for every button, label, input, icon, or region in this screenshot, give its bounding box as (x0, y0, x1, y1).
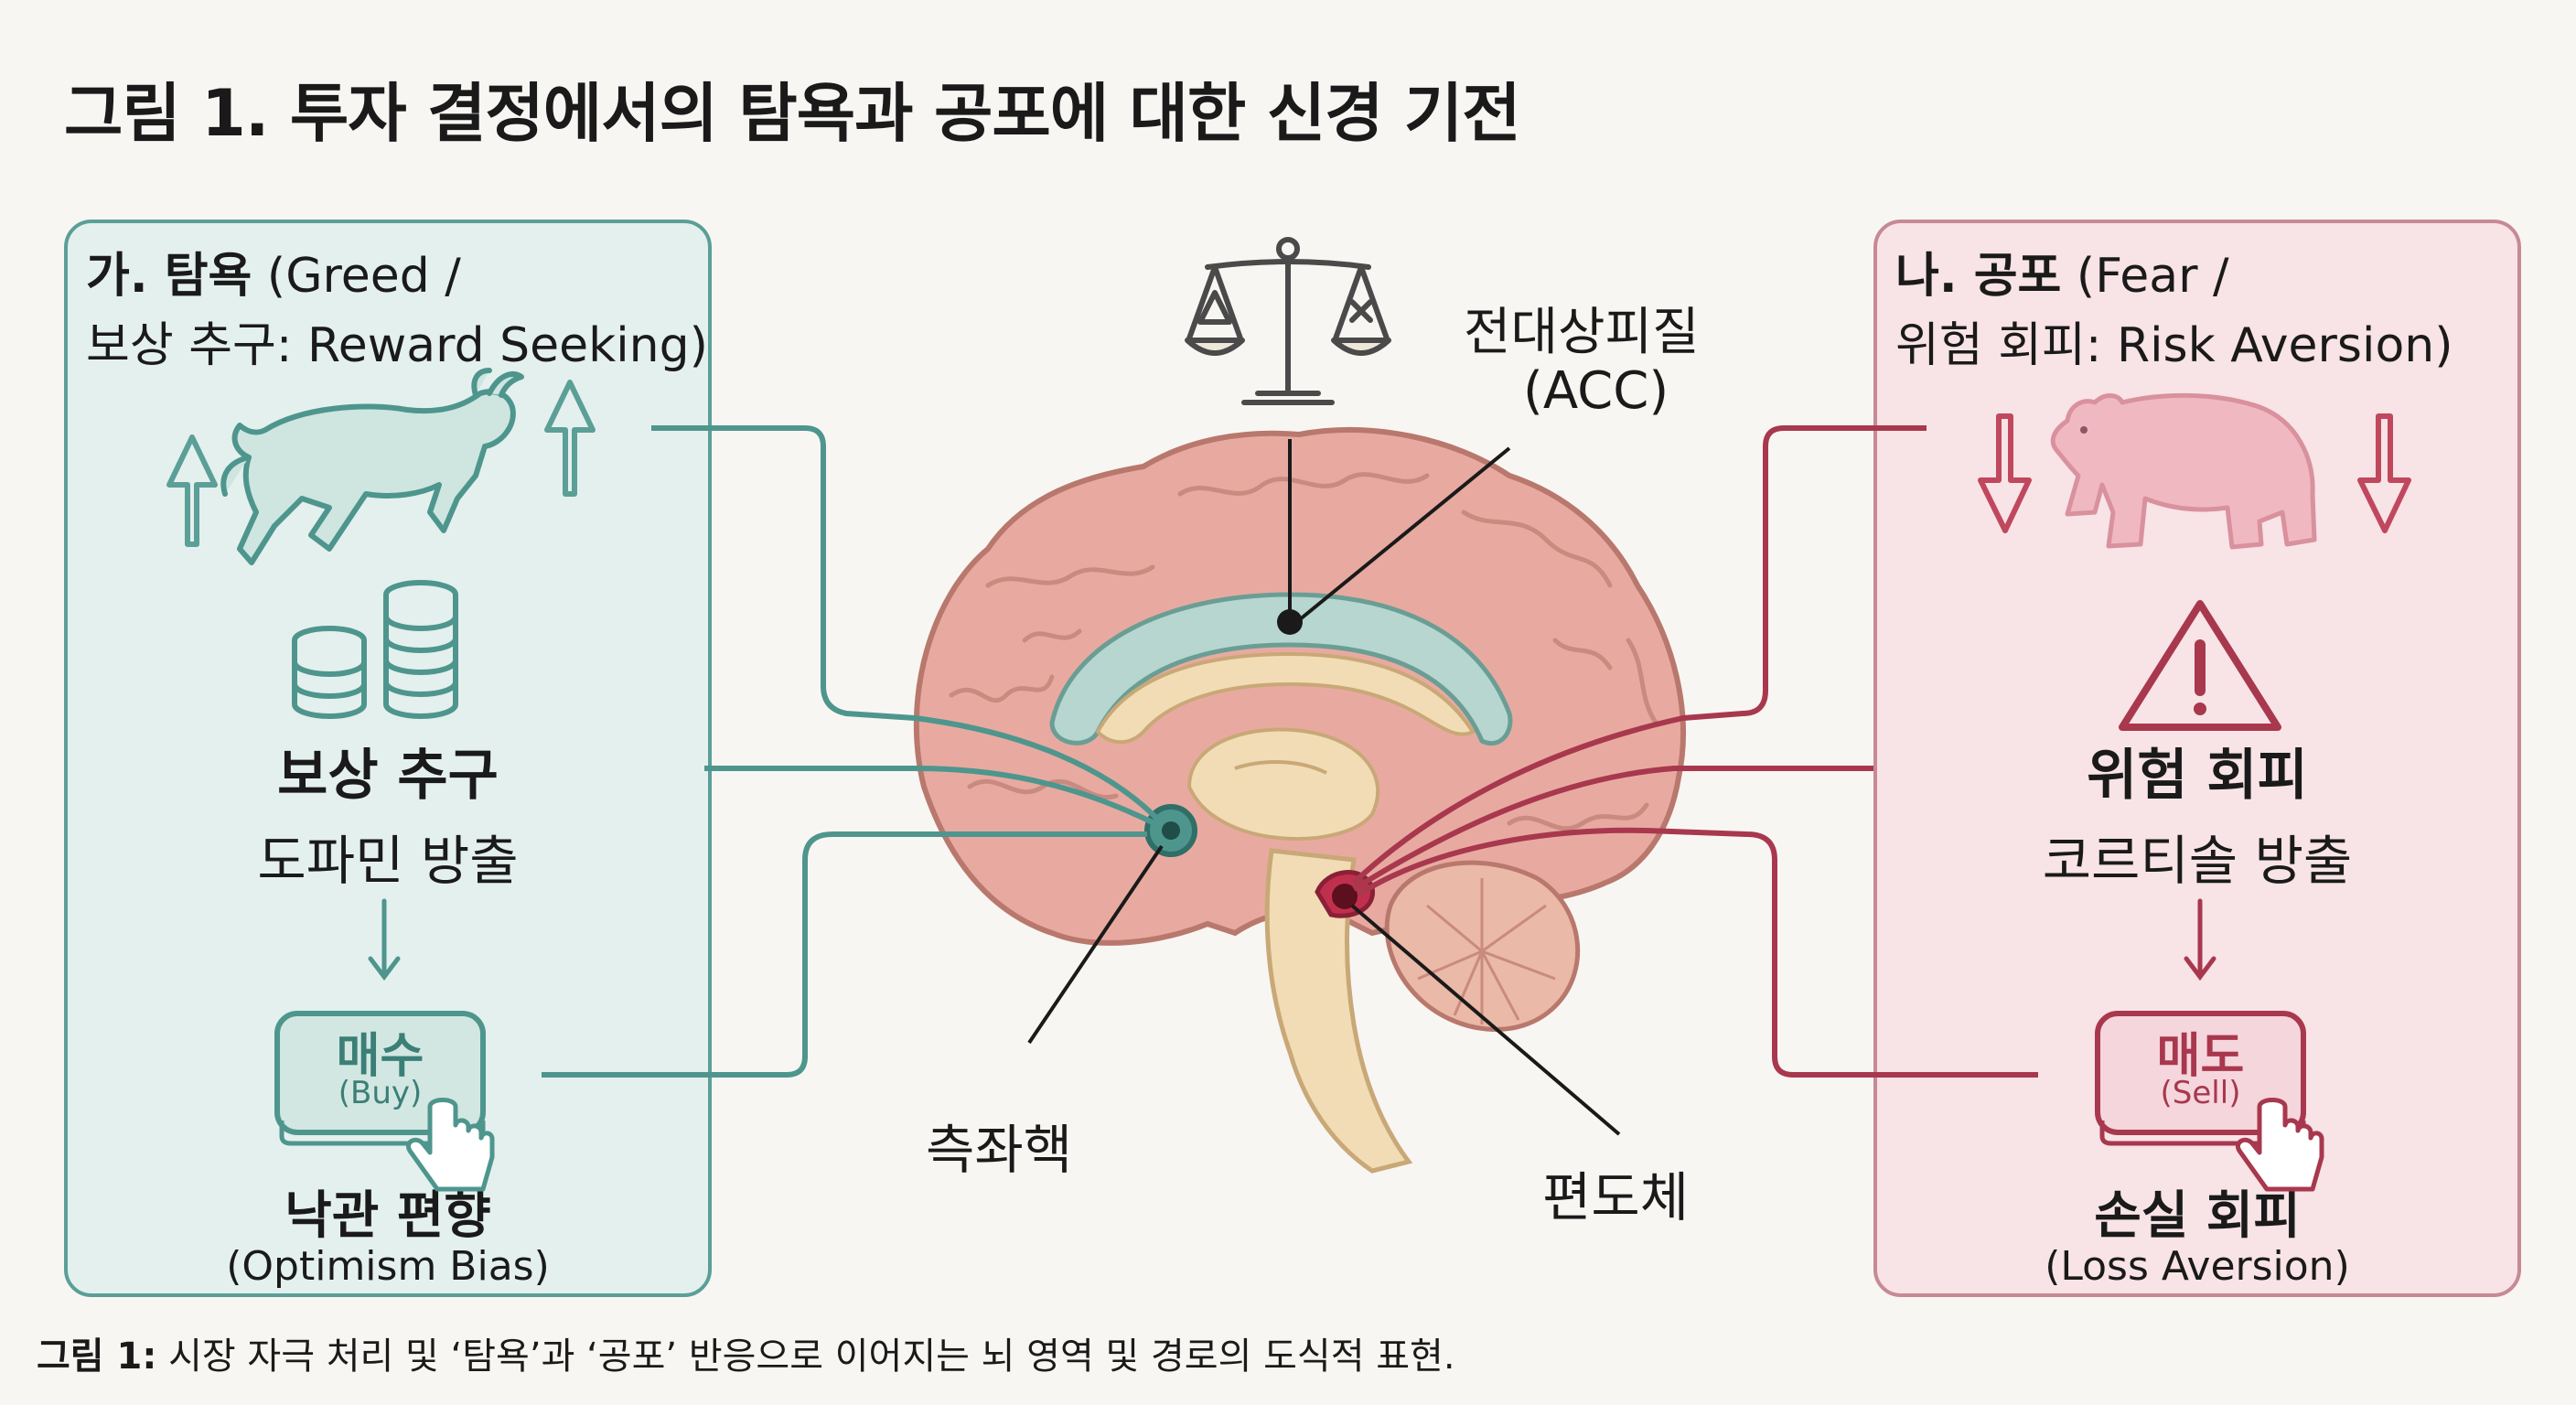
fear-heading-line2: 위험 회피: Risk Aversion) (1895, 318, 2453, 373)
brainstem (1264, 848, 1413, 1174)
fear-pathways (1351, 425, 2038, 1078)
sell-button (2095, 1011, 2306, 1146)
risk-title: 위험 회피 (2087, 744, 2308, 808)
greed-heading-rest: (Greed / (252, 249, 461, 304)
hand-cursor-icon (406, 1098, 495, 1192)
amygdala-marker (1332, 884, 1358, 909)
sell-button-sub: (Sell) (2160, 1075, 2241, 1111)
loss-title: 손실 회피 (2094, 1186, 2301, 1246)
up-arrow-icon (544, 380, 596, 497)
greed-pathways (542, 425, 1160, 1078)
cingulate-band (1049, 592, 1513, 746)
fear-heading: 나. 공포 (Fear / 위험 회피: Risk Aversion) (1895, 241, 2453, 381)
hand-cursor-icon (2236, 1098, 2324, 1192)
acc-sub: (ACC) (1523, 361, 1669, 421)
warning-icon (2119, 600, 2281, 731)
bull-icon (220, 368, 524, 565)
flow-arrow-greed (368, 898, 401, 981)
bias-title: 낙관 편향 (284, 1186, 491, 1246)
risk-sub: 코르티솔 방출 (2042, 830, 2353, 892)
amygdala-label: 편도체 (1542, 1166, 1690, 1228)
greed-heading-line2: 보상 추구: Reward Seeking) (86, 318, 708, 373)
figure-title: 그림 1. 투자 결정에서의 탐욕과 공포에 대한 신경 기전 (64, 76, 1521, 151)
greed-panel: 가. 탐욕 (Greed / 보상 추구: Reward Seeking) 보상… (64, 220, 712, 1297)
caption-text: 시장 자극 처리 및 ‘탐욕’과 ‘공포’ 반응으로 이어지는 뇌 영역 및 경… (156, 1335, 1455, 1378)
greed-heading: 가. 탐욕 (Greed / 보상 추구: Reward Seeking) (86, 241, 708, 381)
loss-sub: (Loss Aversion) (2045, 1243, 2350, 1290)
scale-icon (1185, 237, 1391, 405)
coins-icon (292, 580, 458, 719)
buy-button-sub: (Buy) (338, 1075, 423, 1111)
acc-label: 전대상피질 (1464, 303, 1700, 362)
caption-label: 그림 1: (37, 1335, 157, 1378)
bias-sub: (Optimism Bias) (226, 1243, 550, 1290)
up-arrow-icon (166, 434, 218, 547)
greed-heading-bold: 가. 탐욕 (86, 249, 252, 304)
down-arrow-icon (1978, 413, 2032, 533)
label-pointers (1027, 439, 1621, 1136)
corpus-callosum (1095, 651, 1476, 745)
figure-caption: 그림 1: 시장 자극 처리 및 ‘탐욕’과 ‘공포’ 반응으로 이어지는 뇌 … (37, 1326, 1455, 1379)
down-arrow-icon (2357, 413, 2411, 533)
buy-button-label: 매수 (336, 1029, 424, 1084)
nucleus-accumbens-label: 측좌핵 (926, 1119, 1073, 1181)
fear-heading-rest: (Fear / (2061, 249, 2229, 304)
reward-title: 보상 추구 (277, 744, 499, 808)
brain-illustration (913, 427, 1686, 1174)
reward-sub: 도파민 방출 (257, 830, 519, 892)
fear-heading-bold: 나. 공포 (1895, 249, 2062, 304)
sell-button-label: 매도 (2156, 1029, 2245, 1084)
bear-icon (2050, 392, 2317, 550)
flow-arrow-fear (2184, 898, 2216, 981)
acc-marker (1277, 609, 1303, 635)
